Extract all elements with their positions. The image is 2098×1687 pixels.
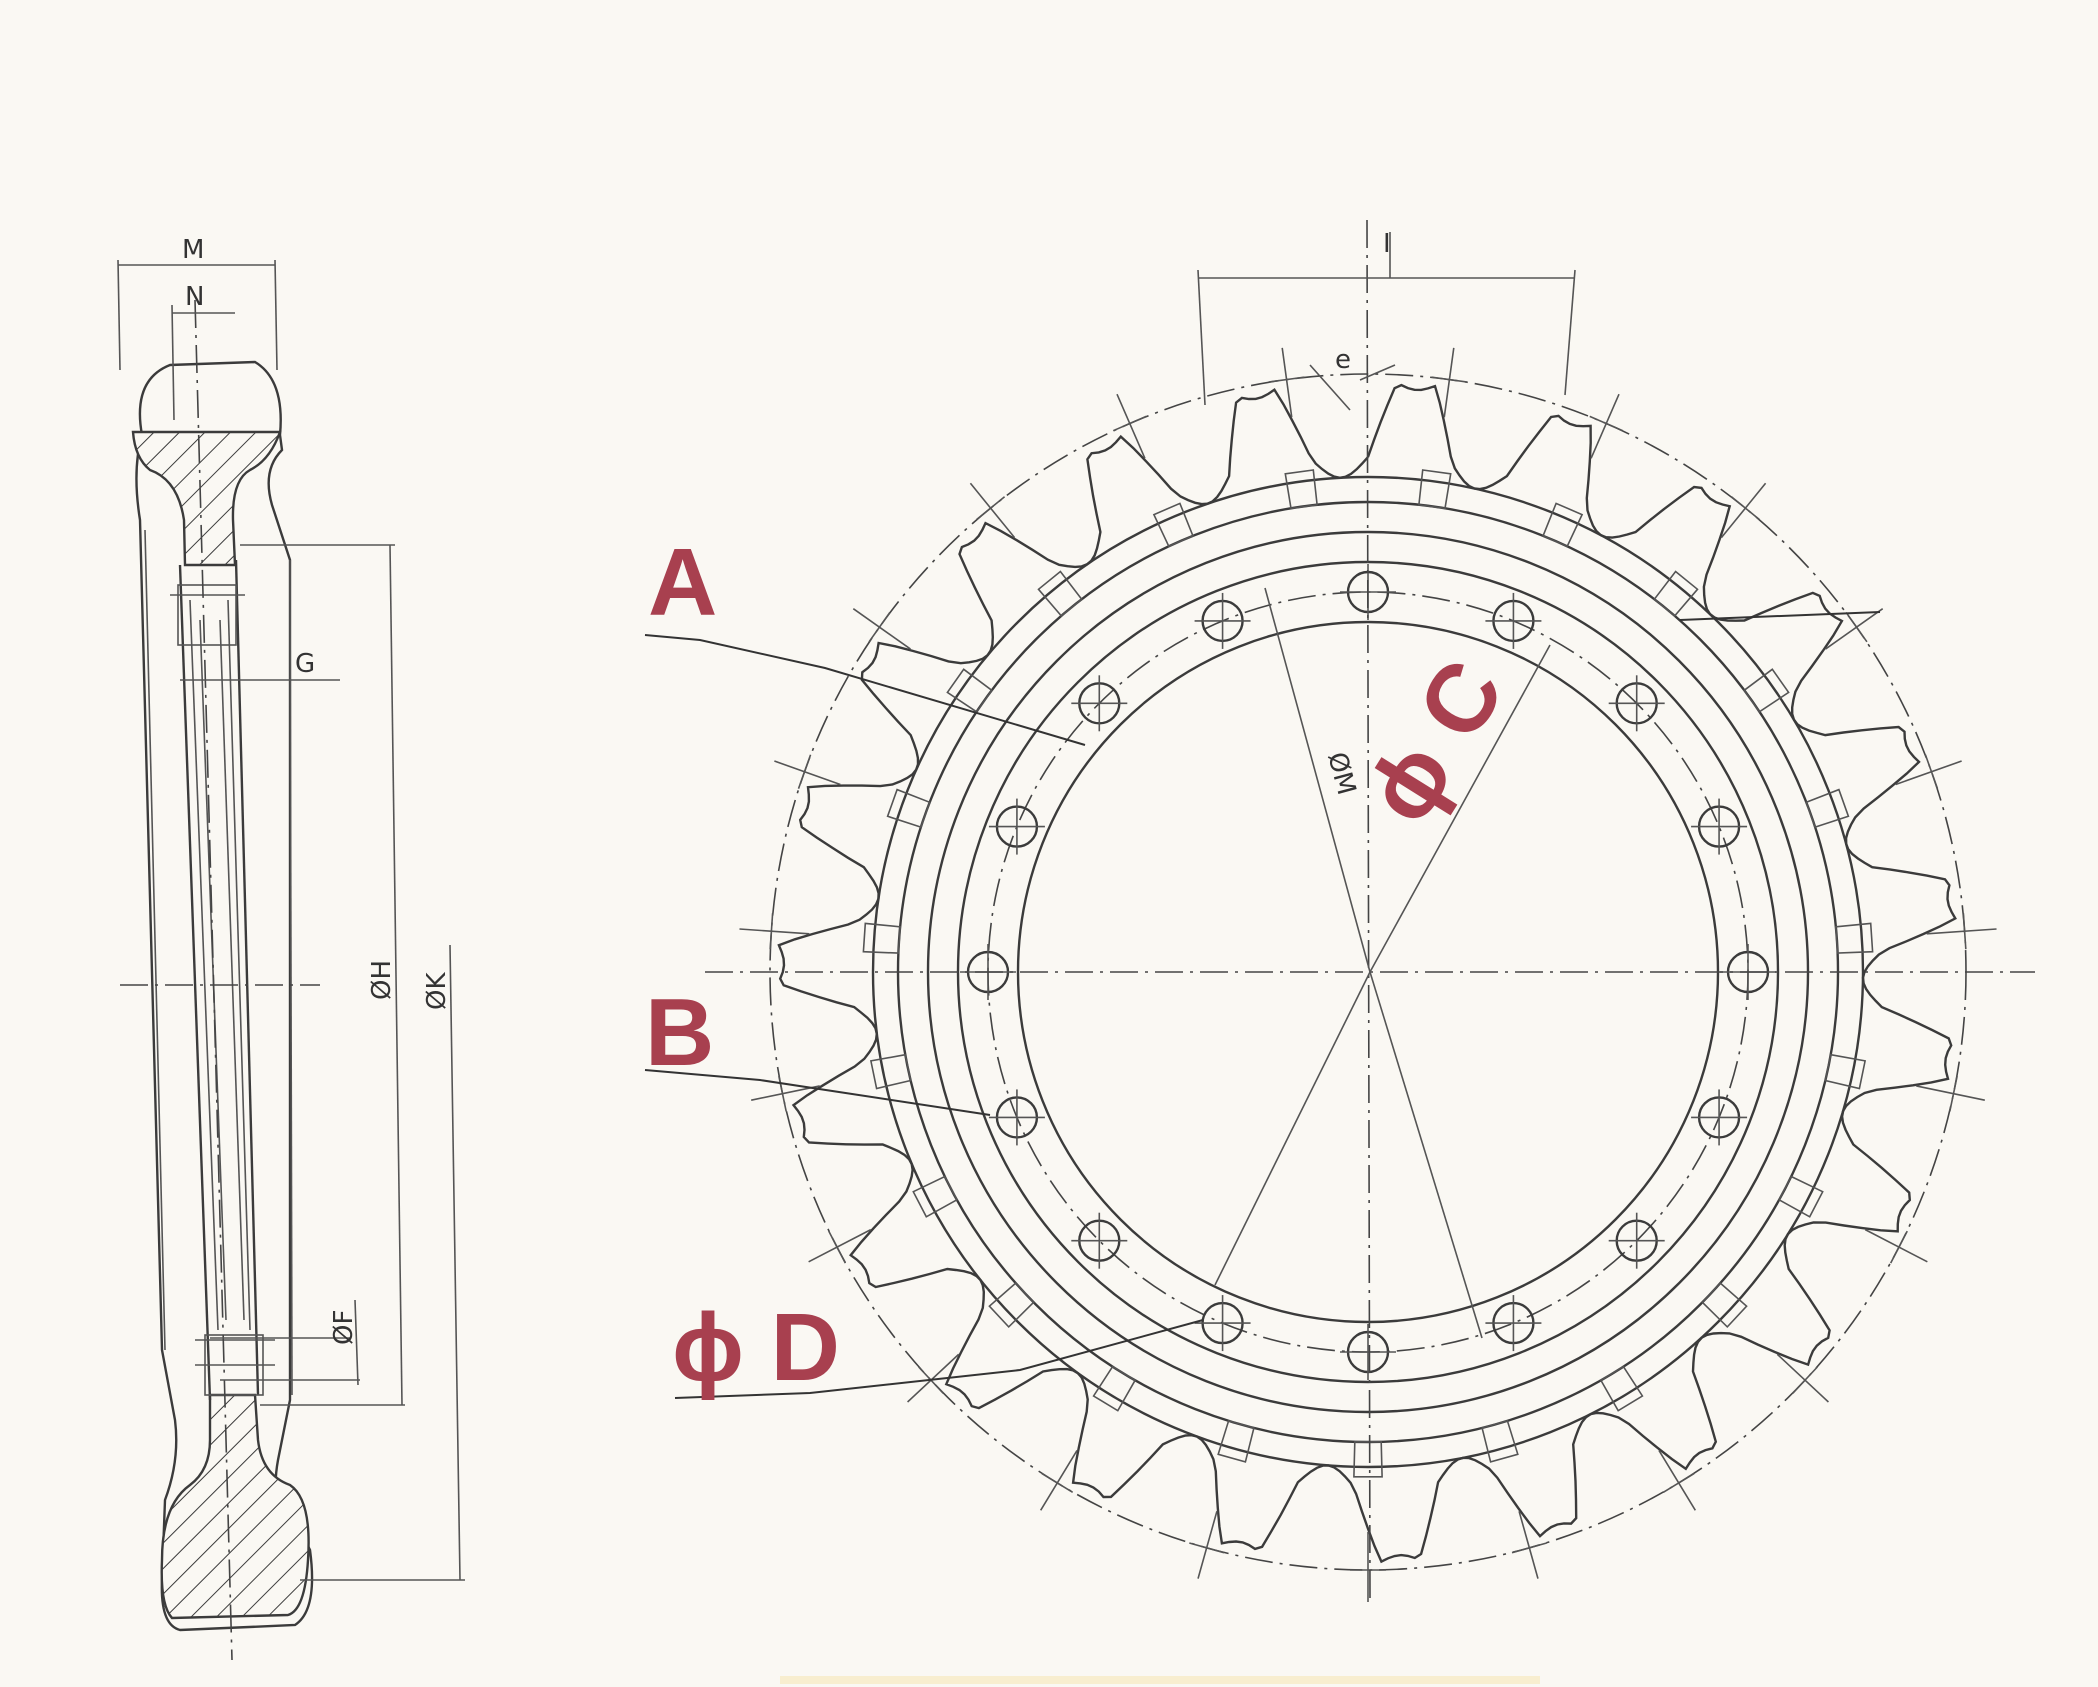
pitch-cross-tick: [1189, 1542, 1225, 1554]
dim-M: M: [182, 235, 204, 265]
tooth-axis-tick: [852, 608, 911, 650]
rim-cleat: [1599, 1365, 1644, 1412]
dim-OK: ØK: [422, 972, 452, 1010]
pitch-cross-tick: [1889, 1230, 1908, 1264]
dim-OF: ØF: [329, 1310, 359, 1345]
tooth-axis-tick: [1926, 928, 1997, 935]
pitch-cross-tick: [976, 496, 1006, 521]
tooth-axis-tick: [1197, 1511, 1218, 1579]
dim-N: N: [185, 282, 204, 312]
dim-I: I: [1383, 229, 1391, 259]
pitch-cross-tick: [1511, 1542, 1547, 1554]
rim-cleat: [1037, 570, 1083, 618]
pitch-cross-tick: [1662, 1472, 1695, 1493]
tooth-axis-tick: [1895, 760, 1962, 786]
rim-cleat: [1092, 1365, 1137, 1412]
callout-phi-C: ϕ C: [1345, 642, 1525, 841]
rim-cleat: [886, 788, 931, 829]
rim-cleat: [862, 922, 902, 954]
front-view: I e ØM: [644, 219, 2035, 1602]
top-rim-section: [131, 430, 282, 567]
bottom-highlight-strip: [780, 1676, 1540, 1684]
pitch-cross-tick: [797, 754, 812, 789]
tooth-axis-tick: [1281, 347, 1293, 418]
pitch-cross-tick: [1949, 1075, 1958, 1112]
rim-outer-circle: [871, 475, 1865, 1469]
pitch-cross-tick: [1730, 496, 1760, 521]
pitch-cross-tick: [868, 611, 891, 643]
vertical-center-line: [1366, 219, 1371, 1601]
side-center-axis: [194, 299, 233, 1661]
pitch-cross-tick: [1041, 1472, 1074, 1493]
pitch-cross-tick: [1431, 376, 1468, 383]
side-section-view: M N G ØH ØK ØF: [117, 235, 465, 1661]
rim-cleat: [1217, 1419, 1255, 1463]
pitch-cross-tick: [769, 913, 774, 950]
rim-cleat: [1152, 502, 1194, 548]
rim-cleat: [1542, 502, 1584, 548]
tooth-axis-tick: [1825, 608, 1884, 650]
tooth-axis-tick: [1039, 1450, 1078, 1511]
rim-cleat: [1284, 469, 1318, 510]
rim-cleat: [1481, 1419, 1519, 1463]
tooth-axis-tick: [808, 1228, 872, 1263]
tooth-axis-tick: [1116, 393, 1146, 459]
tooth-axis-tick: [1443, 347, 1455, 418]
tooth-axis-tick: [969, 482, 1016, 539]
callout-phi-D: ϕ D: [672, 1294, 840, 1401]
rim-cleat: [1778, 1175, 1824, 1218]
tooth-axis-tick: [1590, 393, 1620, 459]
bottom-rim-section: [160, 1393, 310, 1620]
rim-cleat: [1353, 1441, 1383, 1478]
rim-cleat: [1418, 469, 1452, 510]
rim-cleat: [1743, 668, 1790, 713]
callout-A: A: [648, 529, 717, 636]
pitch-cross-tick: [1962, 913, 1967, 950]
pitch-cross-tick: [1112, 415, 1147, 432]
tooth-axis-tick: [907, 1353, 960, 1403]
rim-cleat: [1805, 788, 1850, 829]
rim-cleat: [869, 1053, 912, 1090]
callout-B: B: [645, 979, 714, 1086]
tooth-axis-tick: [1916, 1085, 1985, 1101]
rim-cleat: [1653, 570, 1699, 618]
tooth-axis-tick: [1864, 1228, 1928, 1263]
dim-e: e: [1335, 345, 1351, 375]
tooth-axis-tick: [739, 928, 810, 935]
pitch-cross-tick: [1589, 415, 1624, 432]
pitch-cross-tick: [1268, 376, 1305, 383]
dim-G: G: [295, 649, 315, 679]
rim-cleat: [988, 1281, 1035, 1329]
tooth-axis-tick: [1776, 1353, 1829, 1403]
rim-cleat: [1834, 922, 1874, 954]
rim-cleat: [912, 1175, 958, 1218]
pitch-cross-tick: [1792, 1366, 1818, 1394]
pitch-cross-tick: [828, 1230, 847, 1264]
tooth-axis-tick: [1720, 482, 1767, 539]
tooth-axis-tick: [1658, 1450, 1697, 1511]
pitch-cross-tick: [1845, 611, 1868, 643]
dim-OH: ØH: [367, 960, 397, 1000]
pitch-cross-tick: [1924, 754, 1939, 789]
rim-cleat: [1701, 1281, 1748, 1329]
pitch-cross-tick: [778, 1075, 787, 1112]
rim-cleat: [946, 668, 993, 713]
tooth-axis-tick: [1518, 1511, 1539, 1579]
tooth-axis-tick: [774, 760, 841, 786]
rim-cleat: [1824, 1053, 1867, 1090]
